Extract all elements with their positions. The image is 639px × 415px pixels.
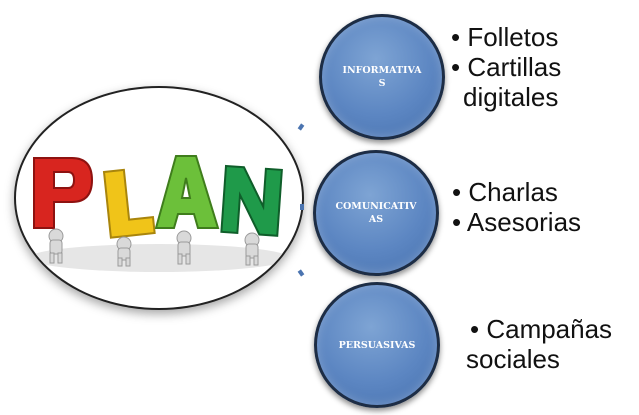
node-label: PERSUASIVAS [338,339,416,351]
node-persuasivas: PERSUASIVAS [314,282,440,408]
node-label: INFORMATIVAS [342,65,422,89]
plan-illustration: P L A N [29,155,289,272]
list-item: • Folletos [451,22,559,52]
node-informativas: INFORMATIVAS [319,14,445,140]
list-item: • Asesorias [452,207,582,237]
list-item: digitales [463,82,559,112]
node-label: COMUNICATIVAS [335,201,417,225]
connector-tick [297,123,305,131]
plan-image: P L A N [14,86,304,310]
informativas-items: • Folletos • Cartillas digitales [451,22,561,112]
node-comunicativas: COMUNICATIVAS [313,150,439,276]
list-item: • Charlas [452,177,558,207]
connector-tick [300,204,304,210]
persuasivas-items: • Campañas sociales [466,314,612,374]
comunicativas-items: • Charlas • Asesorias [452,177,581,237]
list-item: • Campañas [470,314,613,344]
list-item: • Cartillas [451,52,562,82]
list-item: sociales [466,344,560,374]
